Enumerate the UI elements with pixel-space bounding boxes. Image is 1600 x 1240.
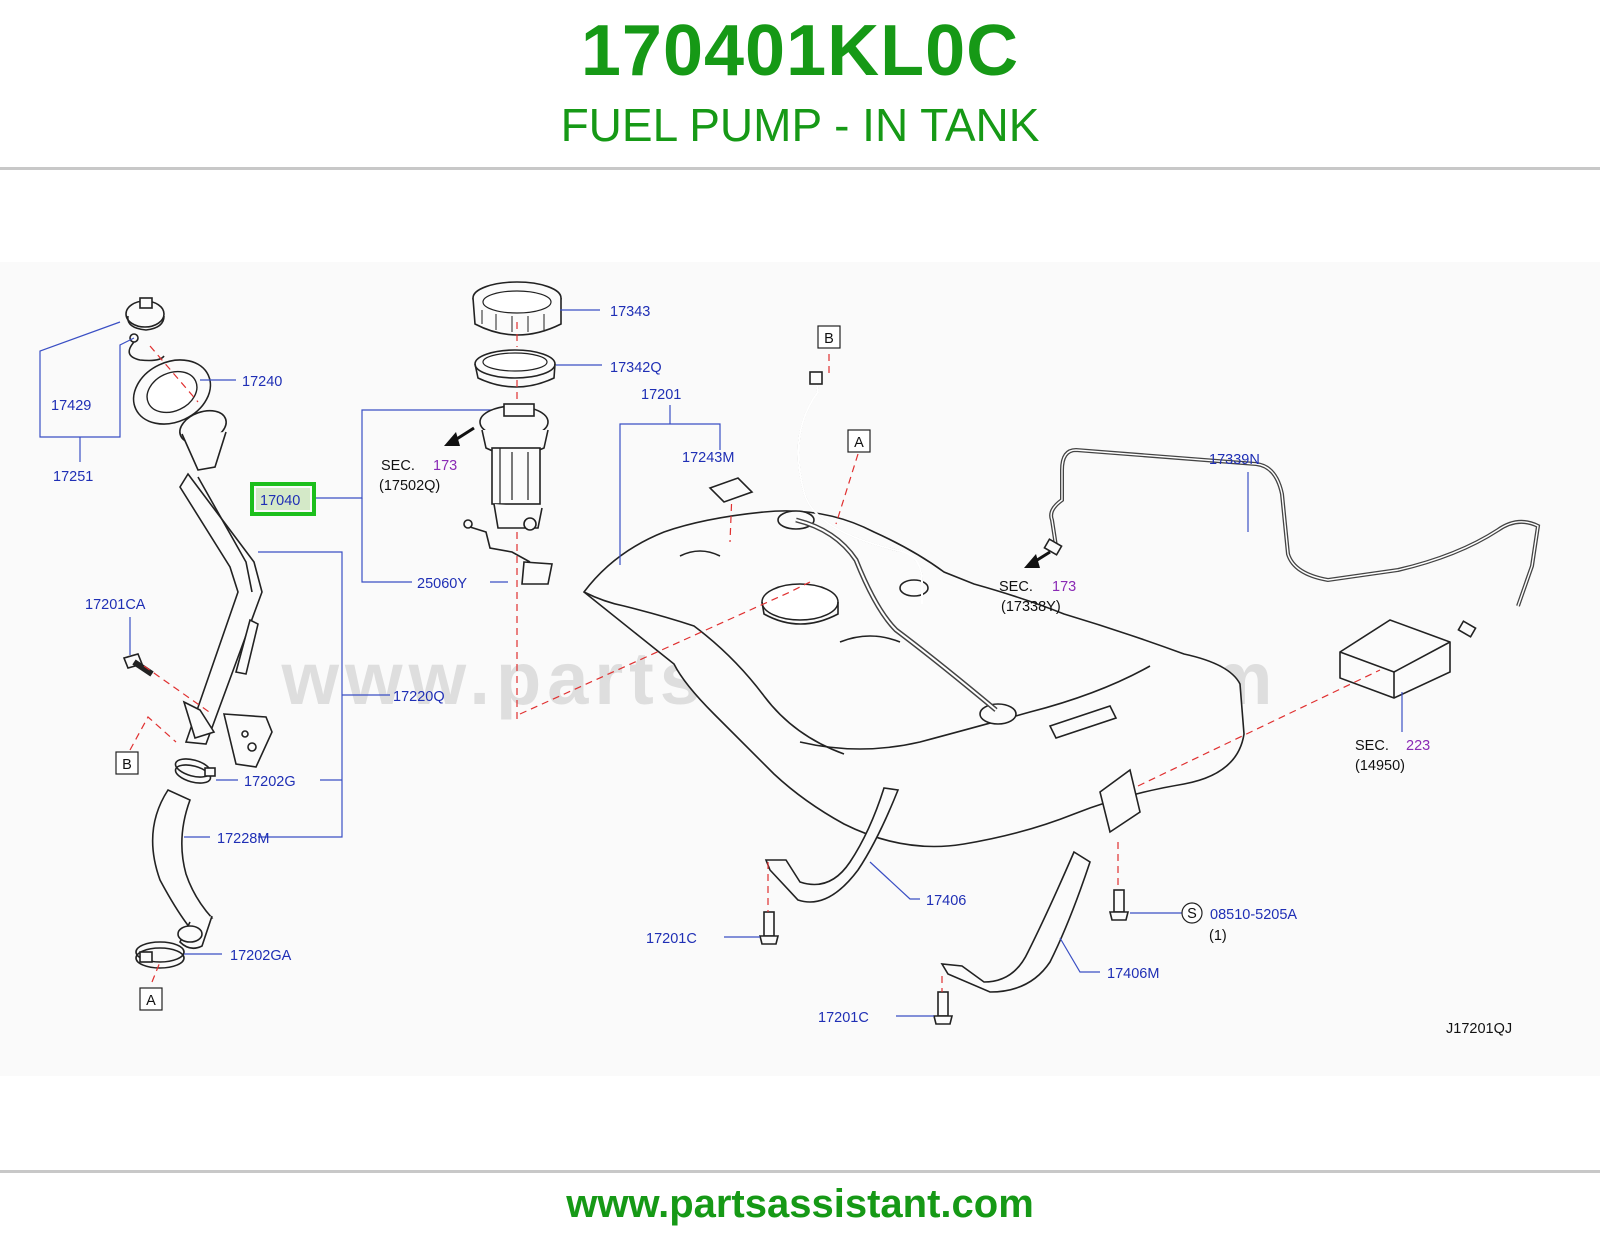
- gasket-17243m-icon: [708, 477, 754, 503]
- svg-text:173: 173: [1052, 579, 1076, 595]
- label-17342q[interactable]: 17342Q: [610, 360, 662, 376]
- part-number: 170401KL0C: [580, 11, 1020, 91]
- diagram-code: J17201QJ: [1446, 1021, 1512, 1037]
- label-17343[interactable]: 17343: [610, 304, 650, 320]
- label-17202g[interactable]: 17202G: [244, 774, 296, 790]
- label-17228m[interactable]: 17228M: [217, 831, 269, 847]
- svg-text:(14950): (14950): [1355, 758, 1405, 774]
- label-25060y[interactable]: 25060Y: [417, 576, 467, 592]
- svg-text:(17338Y): (17338Y): [1001, 599, 1061, 615]
- svg-text:223: 223: [1406, 738, 1430, 754]
- label-17201c-a[interactable]: 17201C: [646, 931, 697, 947]
- align-pump-tank: [519, 581, 811, 715]
- svg-text:(17502Q): (17502Q): [379, 478, 440, 494]
- svg-text:A: A: [854, 435, 864, 451]
- filler-tube-icon: [179, 409, 263, 745]
- vent-pipe-icon: [797, 371, 923, 604]
- label-17429[interactable]: 17429: [51, 398, 91, 414]
- leader-17406m: [1059, 937, 1100, 973]
- filler-seal-ring-icon: [132, 359, 212, 425]
- svg-text:173: 173: [433, 458, 457, 474]
- svg-text:SEC.: SEC.: [1355, 738, 1389, 754]
- svg-text:B: B: [122, 757, 132, 773]
- label-17243m[interactable]: 17243M: [682, 450, 734, 466]
- sec-ref-2[interactable]: SEC. 173 (17338Y): [999, 579, 1076, 615]
- bolt-08510-icon: [1108, 889, 1130, 921]
- label-17251[interactable]: 17251: [53, 469, 93, 485]
- highlight-17040[interactable]: 17040: [250, 482, 316, 516]
- leader-17406: [869, 861, 920, 900]
- label-08510-5205a[interactable]: 08510-5205A: [1210, 907, 1297, 923]
- fuel-tank-icon: [582, 510, 1245, 848]
- fuel-cap-icon: [125, 297, 165, 362]
- footer-divider: [0, 1170, 1600, 1173]
- marker-a-bottom: A: [139, 987, 163, 1011]
- sec-ref-1[interactable]: SEC. 173 (17502Q): [379, 458, 457, 494]
- label-17201c-b[interactable]: 17201C: [818, 1010, 869, 1026]
- leader-17040: [314, 409, 492, 499]
- bolt-17201c-b-icon: [932, 991, 954, 1025]
- fuel-level-sensor-icon: [463, 519, 553, 585]
- bolt-17201c-a-icon: [758, 911, 780, 945]
- align-cap: [149, 345, 199, 403]
- marker-b-top: B: [817, 325, 841, 349]
- label-17202ga[interactable]: 17202GA: [230, 948, 292, 964]
- align-a-top: [835, 453, 859, 525]
- filler-bracket-icon: [222, 713, 273, 768]
- label-08510-qty: (1): [1209, 928, 1227, 944]
- service-mark-s: S: [1181, 902, 1203, 924]
- header: 170401KL0C FUEL PUMP - IN TANK: [0, 0, 1600, 168]
- label-17339n[interactable]: 17339N: [1209, 452, 1260, 468]
- bolt-17201ca-icon: [122, 653, 154, 677]
- align-a-bottom: [151, 961, 161, 983]
- label-17240[interactable]: 17240: [242, 374, 282, 390]
- align-bolt: [143, 665, 213, 715]
- sec-ref-3[interactable]: SEC. 223 (14950): [1355, 738, 1430, 774]
- footer-url[interactable]: www.partsassistant.com: [566, 1182, 1034, 1226]
- label-17040[interactable]: 17040: [260, 493, 300, 509]
- svg-text:B: B: [824, 331, 834, 347]
- svg-text:S: S: [1187, 906, 1197, 922]
- evap-line-17339n-icon: [1043, 447, 1541, 638]
- align-canister: [1137, 669, 1381, 787]
- svg-text:SEC.: SEC.: [999, 579, 1033, 595]
- strap-17406-icon: [764, 787, 900, 903]
- align-17243m: [729, 491, 733, 543]
- label-17406[interactable]: 17406: [926, 893, 966, 909]
- arrow-sec-2: [1024, 550, 1051, 568]
- label-17201ca[interactable]: 17201CA: [85, 597, 146, 613]
- fuel-pump-module-icon: [479, 403, 549, 531]
- leader-25060y: [361, 498, 412, 583]
- part-title: FUEL PUMP - IN TANK: [560, 99, 1040, 151]
- canister-icon: [1339, 619, 1451, 699]
- parts-diagram: www.partsassistant.com: [0, 262, 1600, 1076]
- filler-pipe-inner-icon: [795, 517, 998, 712]
- lock-ring-icon: [472, 281, 562, 336]
- strap-17406m-icon: [940, 850, 1091, 993]
- label-17201[interactable]: 17201: [641, 387, 681, 403]
- align-b-left: [129, 716, 177, 751]
- o-ring-seal-icon: [474, 349, 556, 388]
- svg-text:A: A: [146, 993, 156, 1009]
- hose-clamp-lower-icon: [135, 941, 185, 969]
- svg-text:SEC.: SEC.: [381, 458, 415, 474]
- marker-a-top: A: [847, 429, 871, 453]
- label-17406m[interactable]: 17406M: [1107, 966, 1159, 982]
- label-17220q[interactable]: 17220Q: [393, 689, 445, 705]
- hose-clamp-icon: [174, 758, 216, 784]
- arrow-sec-1: [444, 426, 475, 446]
- filler-hose-icon: [151, 788, 214, 950]
- marker-b-left: B: [115, 751, 139, 775]
- header-divider: [0, 167, 1600, 170]
